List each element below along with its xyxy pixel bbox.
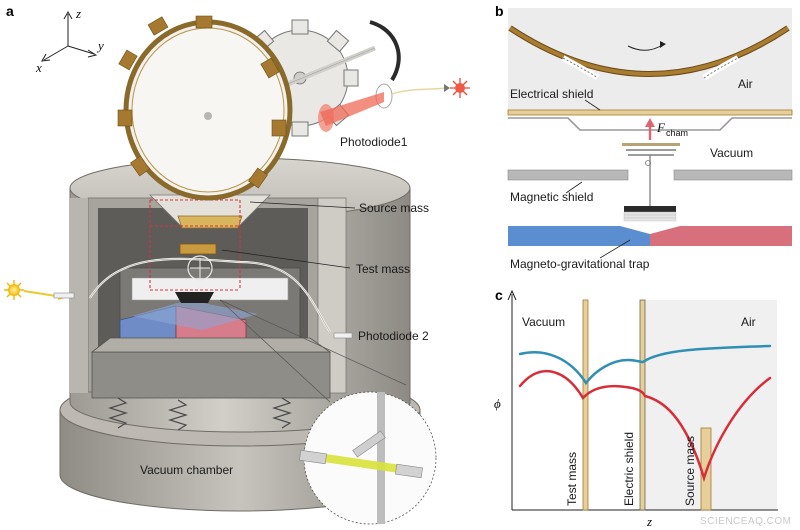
force-symbol: F [656, 120, 666, 135]
panel-c: c ϕ z Vacuum Air Test mass Electric shie… [494, 287, 778, 529]
label-vacuum-b: Vacuum [710, 146, 753, 160]
photodiode-2-connector [333, 332, 353, 339]
panel-b: b Air Electrical shield F cham Vacuum [495, 3, 793, 271]
label-electrical-shield: Electrical shield [510, 87, 593, 101]
force-arrow [645, 118, 655, 140]
y-axis-label: ϕ [494, 396, 501, 411]
label-photodiode1: Photodiode1 [340, 135, 408, 149]
panel-a-label: a [6, 3, 14, 19]
label-vacuum-chamber: Vacuum chamber [140, 463, 233, 477]
input-beam [23, 290, 57, 297]
stage [90, 337, 332, 399]
label-electric-shield-c: Electric shield [622, 432, 636, 506]
panel-b-label: b [495, 3, 504, 19]
test-mass [179, 243, 217, 255]
wheel-arc [508, 25, 790, 81]
photodiode-1-assembly [318, 78, 470, 132]
label-photodiode-2: Photodiode 2 [358, 329, 429, 343]
potential-curve-with-source [518, 369, 772, 483]
label-trap: Magneto-gravitational trap [510, 257, 650, 271]
potential-curve-no-source [518, 344, 772, 386]
source-mass-wheel [117, 15, 401, 201]
springs [107, 397, 293, 431]
test-mass-marker [187, 255, 213, 281]
light-beam-dashed [149, 199, 241, 291]
label-source-mass-c: Source mass [683, 436, 697, 506]
light-source-icon [4, 280, 24, 300]
panel-a: a z y x [4, 3, 470, 525]
air-region [508, 8, 792, 112]
force-subscript: cham [666, 128, 688, 138]
x-axis-label: z [646, 514, 652, 529]
source-mass [177, 215, 243, 229]
label-magnetic-shield: Magnetic shield [510, 190, 593, 204]
label-air-b: Air [738, 77, 753, 91]
label-test-mass: Test mass [356, 262, 410, 276]
label-air-c: Air [741, 315, 756, 329]
magneto-gravitational-trap [508, 226, 792, 246]
electric-shield-line [639, 299, 646, 511]
axes-3d [41, 10, 98, 62]
magnetic-shield [507, 169, 793, 181]
label-test-mass-c: Test mass [565, 452, 579, 506]
axis-z-label: z [75, 6, 81, 21]
label-source-mass: Source mass [359, 201, 429, 215]
panel-c-label: c [495, 287, 503, 303]
label-vacuum-c: Vacuum [522, 315, 565, 329]
test-mass-pendulum [622, 143, 680, 222]
input-fiber-connector [53, 292, 75, 299]
axis-x-label: x [35, 60, 42, 75]
axis-y-label: y [96, 38, 104, 53]
test-mass-line [582, 299, 589, 511]
magnified-inset [219, 299, 437, 525]
leader-lines [221, 201, 356, 269]
watermark: SCIENCEAQ.COM [700, 516, 792, 527]
